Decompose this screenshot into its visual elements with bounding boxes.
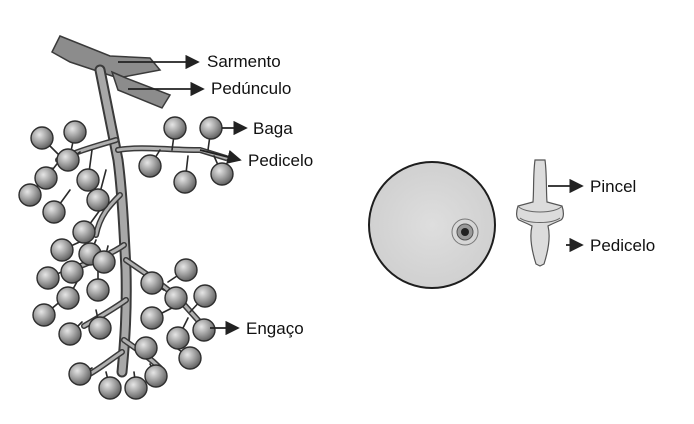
berry xyxy=(139,155,161,177)
berry xyxy=(57,149,79,171)
berry xyxy=(125,377,147,399)
berry xyxy=(135,337,157,359)
berry xyxy=(193,319,215,341)
label-arrows xyxy=(118,62,582,328)
berry xyxy=(89,317,111,339)
label-pedicel-right: Pedicelo xyxy=(590,237,655,254)
berry xyxy=(87,279,109,301)
berry xyxy=(31,127,53,149)
berry xyxy=(175,259,197,281)
berry xyxy=(145,365,167,387)
berry xyxy=(43,201,65,223)
berry xyxy=(167,327,189,349)
berry xyxy=(194,285,216,307)
berry xyxy=(57,287,79,309)
berry xyxy=(69,363,91,385)
label-peduncle: Pedúnculo xyxy=(211,80,291,97)
berry xyxy=(59,323,81,345)
label-pedicel-left: Pedicelo xyxy=(248,152,313,169)
berry xyxy=(200,117,222,139)
berry xyxy=(19,184,41,206)
berry xyxy=(61,261,83,283)
berry xyxy=(165,287,187,309)
berry xyxy=(93,251,115,273)
label-sarmento: Sarmento xyxy=(207,53,281,70)
berry xyxy=(141,307,163,329)
berry xyxy=(37,267,59,289)
berry xyxy=(87,189,109,211)
pedicel-brush-detail xyxy=(517,160,564,266)
rachis-stem xyxy=(30,70,226,388)
berry xyxy=(174,171,196,193)
berry xyxy=(77,169,99,191)
berry xyxy=(51,239,73,261)
berry xyxy=(64,121,86,143)
berry xyxy=(33,304,55,326)
berry xyxy=(35,167,57,189)
berry xyxy=(73,221,95,243)
label-baga: Baga xyxy=(253,120,293,137)
berry xyxy=(211,163,233,185)
label-pincel: Pincel xyxy=(590,178,636,195)
label-engaco: Engaço xyxy=(246,320,304,337)
berry xyxy=(164,117,186,139)
berry-detail xyxy=(369,162,495,288)
berry xyxy=(141,272,163,294)
berry xyxy=(179,347,201,369)
berry xyxy=(99,377,121,399)
